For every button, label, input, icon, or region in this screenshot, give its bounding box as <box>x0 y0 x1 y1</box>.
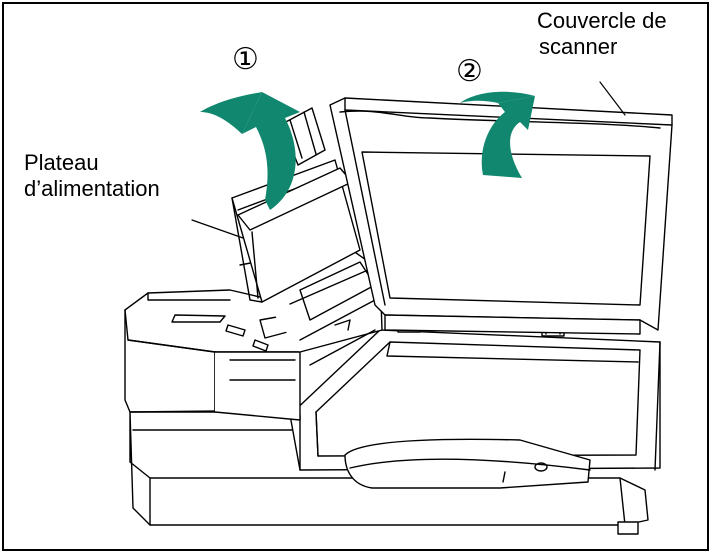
tray-label-line-1: Plateau <box>24 150 99 175</box>
cover-leader-line <box>599 81 626 116</box>
front-handle <box>344 438 591 489</box>
tray-leader-line <box>191 219 244 239</box>
curved-arrow-icon <box>460 91 535 178</box>
scanner-cover <box>329 97 673 337</box>
cover-label-line-1: Couvercle de <box>537 8 667 33</box>
tray-label-line-2: d’alimentation <box>24 176 160 201</box>
cover-label-line-2: scanner <box>539 34 618 59</box>
step-2-marker: ② <box>456 54 483 89</box>
adf-unit <box>124 289 306 421</box>
step-1-marker: ① <box>232 42 259 77</box>
cover-label: Couvercle de scanner <box>537 8 667 60</box>
tray-label: Plateau d’alimentation <box>24 150 160 202</box>
leader-lines <box>191 81 626 239</box>
flatbed-body <box>289 329 661 471</box>
curved-arrow-icon <box>200 92 300 210</box>
